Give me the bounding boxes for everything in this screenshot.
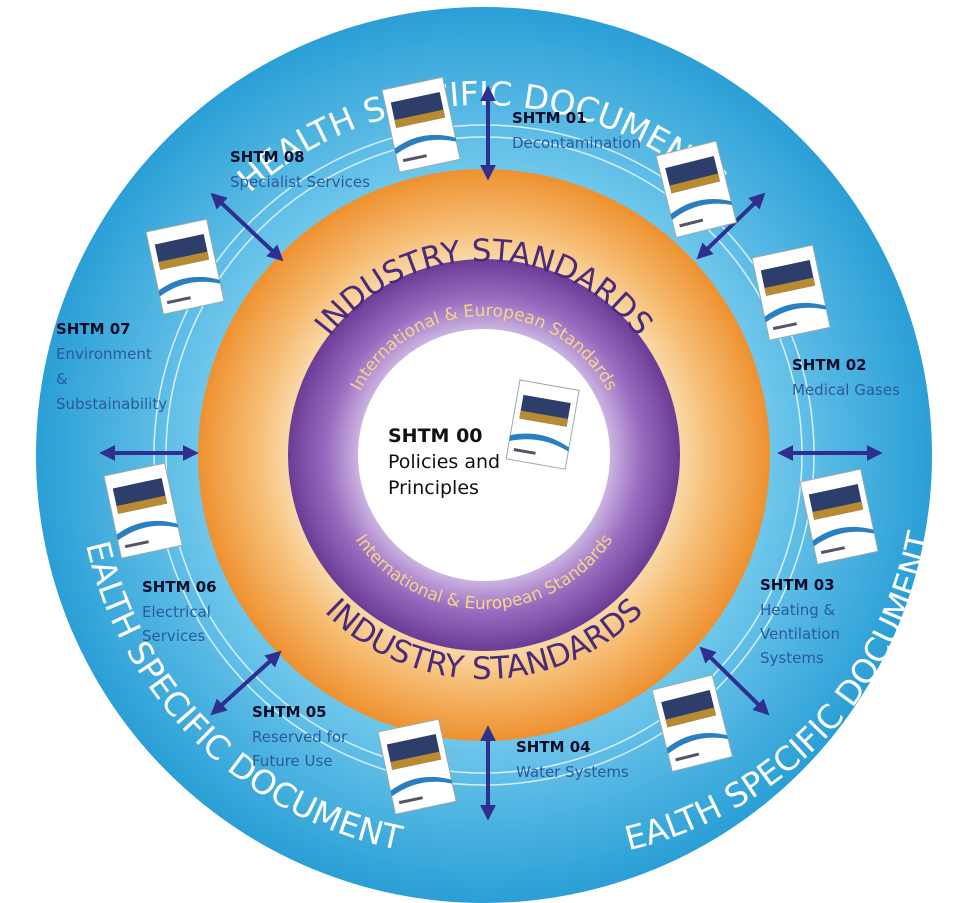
shtm-06-title-line1: Electrical (142, 603, 211, 621)
shtm-05-title-line1: Reserved for (252, 728, 348, 746)
shtm-06-label: SHTM 06 Electrical Services (142, 578, 217, 645)
shtm-03-title-line3: Systems (760, 649, 824, 667)
shtm-01-code: SHTM 01 (512, 109, 587, 127)
arrow-shtm-05 (210, 650, 282, 716)
arrow-shtm-08 (210, 192, 284, 262)
center-title-line2: Principles (388, 477, 479, 499)
shtm-07-document-thumbnail (145, 218, 225, 315)
shtm-04-code: SHTM 04 (516, 738, 591, 756)
shtm-04-document-thumbnail (651, 674, 734, 773)
center-document-thumbnail (505, 379, 580, 470)
shtm-07-title-line1: Environment (56, 345, 152, 363)
shtm-06-title-line2: Services (142, 627, 205, 645)
shtm-01-title-line1: Decontamination (512, 134, 641, 152)
shtm-01b-document-thumbnail (655, 140, 738, 239)
shtm-07-code: SHTM 07 (56, 320, 131, 338)
shtm-03-code: SHTM 03 (760, 576, 835, 594)
shtm-06-code: SHTM 06 (142, 578, 217, 596)
document-thumbnails (103, 76, 879, 815)
shtm-02-label: SHTM 02 Medical Gases (792, 356, 900, 399)
arrow-shtm-01b (696, 192, 766, 260)
shtm-05-document-thumbnail (377, 718, 457, 815)
shtm-02-document-thumbnail (751, 244, 831, 341)
shtm-01-document-thumbnail (381, 76, 461, 173)
shtm-03-label: SHTM 03 Heating & Ventilation Systems (760, 576, 840, 667)
shtm-05-label: SHTM 05 Reserved for Future Use (252, 703, 348, 770)
shtm-01-label: SHTM 01 Decontamination (512, 109, 641, 152)
arrows (99, 85, 883, 821)
shtm-07-title-line3: Substainability (56, 395, 167, 413)
shtm-08-code: SHTM 08 (230, 148, 305, 166)
shtm-08-label: SHTM 08 Specialist Services (230, 148, 370, 191)
shtm-03-title-line1: Heating & (760, 601, 836, 619)
shtm-08-title-line1: Specialist Services (230, 173, 370, 191)
center-title-line1: Policies and (388, 451, 500, 473)
shtm-04-label: SHTM 04 Water Systems (516, 738, 629, 781)
shtm-03-title-line2: Ventilation (760, 625, 840, 643)
shtm-07-label: SHTM 07 Environment & Substainability (56, 320, 167, 413)
shtm-06-document-thumbnail (103, 462, 183, 559)
arrow-shtm-03 (699, 646, 770, 716)
shtm-02-title-line1: Medical Gases (792, 381, 900, 399)
shtm-02-code: SHTM 02 (792, 356, 867, 374)
center-code: SHTM 00 (388, 425, 483, 447)
shtm-03-document-thumbnail (799, 468, 879, 565)
shtm-07-title-line2: & (56, 370, 68, 388)
shtm-04-title-line1: Water Systems (516, 763, 629, 781)
shtm-05-title-line2: Future Use (252, 752, 333, 770)
shtm-05-code: SHTM 05 (252, 703, 327, 721)
